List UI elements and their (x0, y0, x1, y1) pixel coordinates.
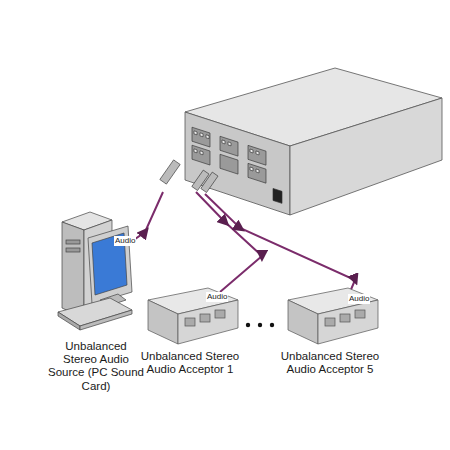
caption-text: Unbalanced Stereo Audio Acceptor 1 (134, 350, 246, 376)
plug (160, 160, 218, 193)
signal-label: Audio (206, 292, 228, 302)
pc-computer (58, 212, 132, 330)
caption-text: Unbalanced Stereo Audio Acceptor 5 (274, 350, 386, 376)
device-caption: Unbalanced Stereo Audio Acceptor 5 (274, 350, 386, 376)
caption-text: Unbalanced Stereo Audio Source (PC Sound… (48, 340, 144, 393)
audio-cable (108, 192, 355, 292)
ellipsis-dots (246, 323, 274, 327)
audio-acceptor (288, 288, 378, 344)
audio-acceptor (148, 288, 238, 344)
signal-label: Audio (348, 294, 370, 304)
signal-label: Audio (114, 236, 136, 246)
amplifier-unit (185, 68, 442, 215)
device-caption: Unbalanced Stereo Audio Acceptor 1 (134, 350, 246, 376)
device-caption: Unbalanced Stereo Audio Source (PC Sound… (48, 340, 144, 393)
